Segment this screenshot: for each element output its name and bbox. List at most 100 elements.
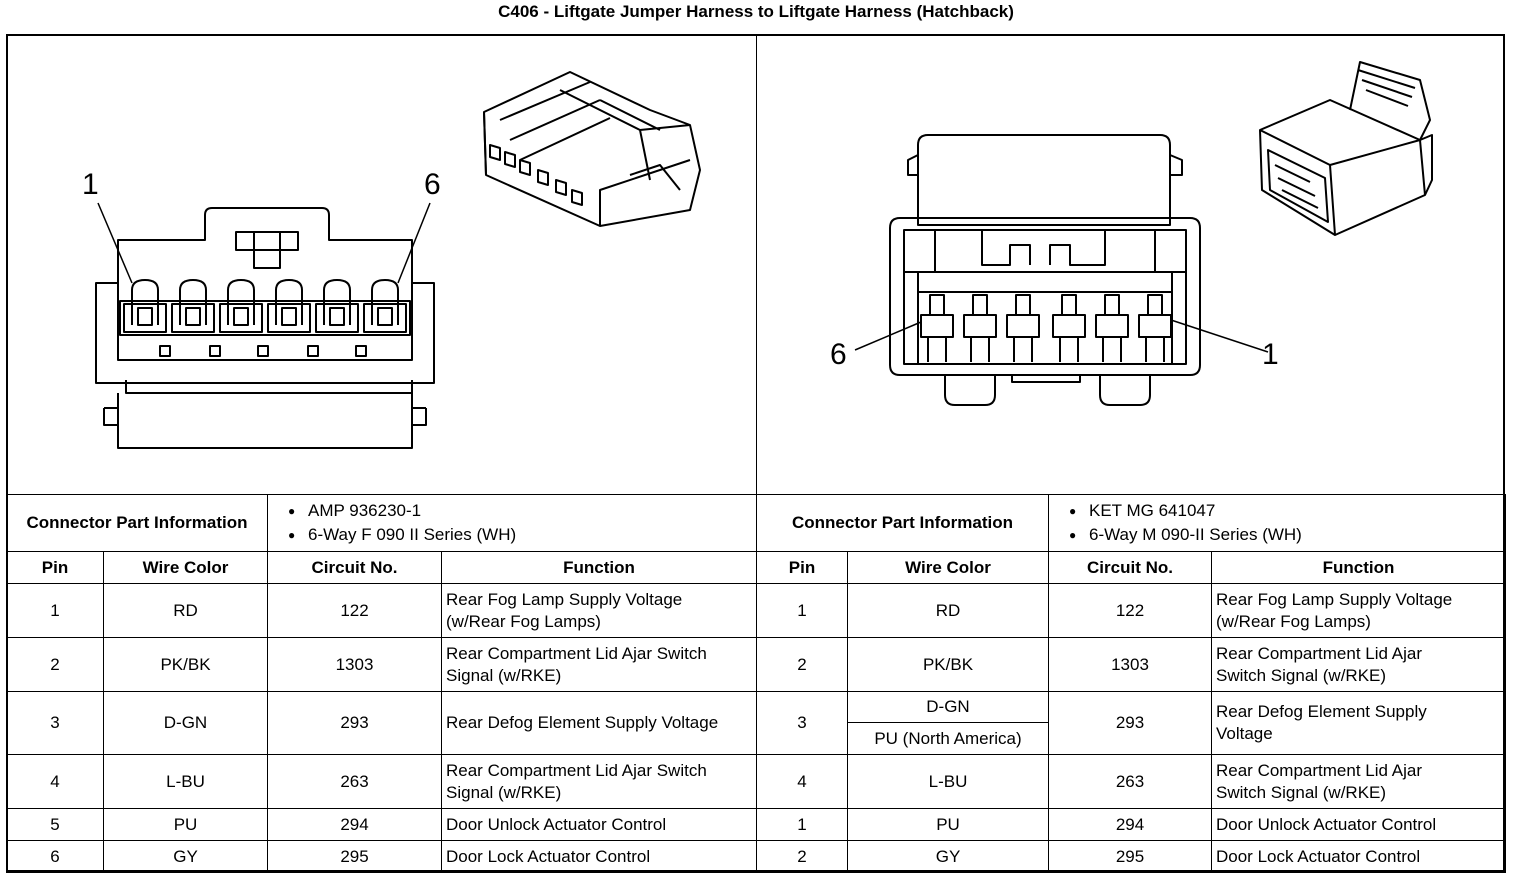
circuit-cell: 1303 bbox=[1048, 637, 1212, 692]
wire-color-cell: PK/BK bbox=[103, 637, 268, 692]
circuit-cell: 295 bbox=[1048, 840, 1212, 873]
left-part-number: AMP 936230-1 bbox=[288, 499, 752, 523]
function-cell: Door Unlock Actuator Control bbox=[441, 808, 757, 841]
function-line: Switch Signal (w/RKE) bbox=[1216, 665, 1387, 685]
right-part-series: 6-Way M 090-II Series (WH) bbox=[1069, 523, 1501, 547]
wire-color-cell: RD bbox=[847, 583, 1049, 638]
wire-color-cell: PU bbox=[103, 808, 268, 841]
left-header-function: Function bbox=[441, 551, 757, 584]
left-pinout-table: Connector Part Information AMP 936230-1 … bbox=[6, 494, 757, 873]
circuit-cell: 294 bbox=[1048, 808, 1212, 841]
pin-cell: 6 bbox=[6, 840, 104, 873]
table-row: 5 PU 294 Door Unlock Actuator Control bbox=[6, 808, 757, 841]
left-part-info: AMP 936230-1 6-Way F 090 II Series (WH) bbox=[267, 494, 757, 552]
right-connector-iso bbox=[1259, 61, 1433, 236]
table-row: 6 GY 295 Door Lock Actuator Control bbox=[6, 840, 757, 873]
circuit-cell: 1303 bbox=[267, 637, 442, 692]
wire-color-cell: D-GN bbox=[847, 691, 1049, 723]
right-part-number: KET MG 641047 bbox=[1069, 499, 1501, 523]
diagram-title: C406 - Liftgate Jumper Harness to Liftga… bbox=[498, 2, 1014, 21]
function-cell: Rear Fog Lamp Supply Voltage(w/Rear Fog … bbox=[441, 583, 757, 638]
pin-cell: 1 bbox=[6, 583, 104, 638]
circuit-cell: 293 bbox=[267, 691, 442, 755]
function-line: Door Lock Actuator Control bbox=[446, 846, 651, 866]
left-pin-label-1: 1 bbox=[82, 168, 99, 201]
right-pin-label-6: 6 bbox=[830, 338, 847, 371]
function-line: Rear Fog Lamp Supply Voltage bbox=[1216, 589, 1453, 609]
left-part-info-label: Connector Part Information bbox=[6, 494, 268, 552]
connector-drawings bbox=[95, 61, 1433, 449]
pin-cell: 4 bbox=[6, 754, 104, 809]
function-cell: Door Lock Actuator Control bbox=[441, 840, 757, 873]
right-part-info-label: Connector Part Information bbox=[756, 494, 1049, 552]
circuit-cell: 122 bbox=[1048, 583, 1212, 638]
table-row: 2 PK/BK 1303 Rear Compartment Lid Ajar S… bbox=[6, 637, 757, 692]
wire-color-cell: PU bbox=[847, 808, 1049, 841]
circuit-cell: 122 bbox=[267, 583, 442, 638]
left-part-series: 6-Way F 090 II Series (WH) bbox=[288, 523, 752, 547]
function-line: Door Unlock Actuator Control bbox=[1216, 814, 1437, 834]
table-row: 1 PU 294 Door Unlock Actuator Control bbox=[756, 808, 1506, 841]
pin-cell: 5 bbox=[6, 808, 104, 841]
pin-cell: 3 bbox=[756, 691, 848, 755]
left-part-info-row: Connector Part Information AMP 936230-1 … bbox=[6, 494, 757, 552]
function-line: (w/Rear Fog Lamps) bbox=[1216, 611, 1371, 631]
table-row: 4 L-BU 263 Rear Compartment Lid Ajar Swi… bbox=[6, 754, 757, 809]
function-line: Voltage bbox=[1216, 724, 1273, 743]
right-part-info-row: Connector Part Information KET MG 641047… bbox=[756, 494, 1506, 552]
pin-cell: 4 bbox=[756, 754, 848, 809]
vertical-divider bbox=[756, 34, 757, 494]
right-header-pin: Pin bbox=[756, 551, 848, 584]
function-cell: Rear Defog Element Supply Voltage bbox=[441, 691, 757, 755]
function-line: Rear Compartment Lid Ajar Switch bbox=[446, 760, 707, 780]
table-row: 1 RD 122 Rear Fog Lamp Supply Voltage(w/… bbox=[756, 583, 1506, 638]
function-line: Signal (w/RKE) bbox=[446, 665, 562, 685]
function-cell: Door Lock Actuator Control bbox=[1211, 840, 1506, 873]
function-line: Rear Defog Element Supply bbox=[1216, 702, 1427, 721]
circuit-cell: 263 bbox=[1048, 754, 1212, 809]
left-header-circuit: Circuit No. bbox=[267, 551, 442, 584]
wire-color-cell: RD bbox=[103, 583, 268, 638]
table-row: 2 GY 295 Door Lock Actuator Control bbox=[756, 840, 1506, 873]
right-pinout-table: Connector Part Information KET MG 641047… bbox=[756, 494, 1506, 873]
wire-color-cell: L-BU bbox=[103, 754, 268, 809]
left-connector-face bbox=[95, 202, 435, 449]
left-header-pin: Pin bbox=[6, 551, 104, 584]
table-row: 1 RD 122 Rear Fog Lamp Supply Voltage(w/… bbox=[6, 583, 757, 638]
pin-cell: 3 bbox=[6, 691, 104, 755]
wire-color-cell: GY bbox=[103, 840, 268, 873]
left-pin-label-6: 6 bbox=[424, 168, 441, 201]
function-line: Door Unlock Actuator Control bbox=[446, 814, 667, 834]
function-line: Signal (w/RKE) bbox=[446, 782, 562, 802]
wire-color-cell: L-BU bbox=[847, 754, 1049, 809]
function-line: Rear Compartment Lid Ajar bbox=[1216, 760, 1422, 780]
table-row: 3 D-GN 293 Rear Defog Element Supply Vol… bbox=[6, 691, 757, 755]
function-line: Switch Signal (w/RKE) bbox=[1216, 782, 1387, 802]
wire-color-cell: PK/BK bbox=[847, 637, 1049, 692]
right-header-wire-color: Wire Color bbox=[847, 551, 1049, 584]
left-header-row: Pin Wire Color Circuit No. Function bbox=[6, 551, 757, 584]
pin-cell: 2 bbox=[6, 637, 104, 692]
function-line: Rear Compartment Lid Ajar bbox=[1216, 643, 1422, 663]
function-line: Rear Compartment Lid Ajar Switch bbox=[446, 643, 707, 663]
function-line: Rear Defog Element Supply Voltage bbox=[446, 713, 719, 732]
right-pin-label-1: 1 bbox=[1262, 338, 1279, 371]
function-line: Rear Fog Lamp Supply Voltage bbox=[446, 589, 683, 609]
circuit-cell: 294 bbox=[267, 808, 442, 841]
wire-color-cell: GY bbox=[847, 840, 1049, 873]
right-header-circuit: Circuit No. bbox=[1048, 551, 1212, 584]
right-connector-face bbox=[854, 134, 1269, 406]
pin-cell: 2 bbox=[756, 637, 848, 692]
wire-color-alt-cell: PU (North America) bbox=[847, 722, 1049, 755]
right-header-function: Function bbox=[1211, 551, 1506, 584]
wire-color-cell: D-GN bbox=[103, 691, 268, 755]
pin-cell: 2 bbox=[756, 840, 848, 873]
function-cell: Rear Fog Lamp Supply Voltage(w/Rear Fog … bbox=[1211, 583, 1506, 638]
